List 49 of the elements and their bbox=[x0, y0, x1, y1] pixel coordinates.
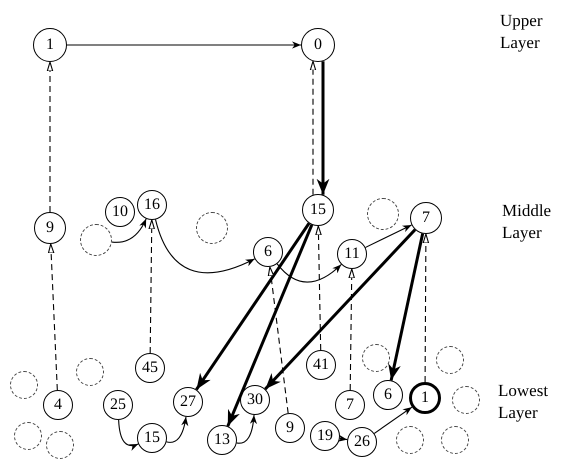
arrow bbox=[422, 233, 430, 382]
node-number: 30 bbox=[247, 392, 263, 408]
layer-label: Middle Layer bbox=[502, 200, 552, 244]
arrow bbox=[195, 222, 310, 390]
node-number: 27 bbox=[180, 394, 196, 410]
arrow bbox=[264, 228, 416, 390]
node-number: 10 bbox=[112, 204, 128, 220]
arrow bbox=[310, 60, 316, 195]
node-number: 7 bbox=[346, 397, 354, 413]
node-number: 15 bbox=[310, 202, 326, 218]
layer-label: Upper Layer bbox=[500, 10, 544, 54]
arrow bbox=[338, 434, 348, 442]
node-number: 19 bbox=[317, 428, 333, 444]
arrow bbox=[268, 266, 289, 414]
arrow bbox=[48, 243, 58, 390]
node-number: 7 bbox=[422, 210, 430, 226]
arrow bbox=[148, 219, 155, 353]
arrow bbox=[226, 224, 314, 427]
node-number: 6 bbox=[384, 387, 392, 403]
node-number: 6 bbox=[264, 244, 272, 260]
node-number: 16 bbox=[144, 197, 160, 213]
arrow bbox=[374, 406, 412, 434]
arrow bbox=[155, 219, 255, 274]
node-number: 0 bbox=[314, 37, 322, 53]
arrow bbox=[348, 268, 355, 390]
node-number: 41 bbox=[313, 357, 329, 373]
arrow bbox=[112, 218, 147, 243]
arrow bbox=[166, 416, 188, 443]
node-number: 15 bbox=[144, 430, 160, 446]
arrow bbox=[67, 41, 301, 49]
layer-label: Lowest Layer bbox=[498, 380, 550, 424]
arrow bbox=[316, 61, 330, 195]
arrow bbox=[118, 420, 138, 450]
node-number: 25 bbox=[110, 397, 126, 413]
arrow bbox=[365, 224, 412, 248]
node-number: 1 bbox=[46, 37, 54, 53]
node-number: 1 bbox=[421, 390, 429, 406]
node-number: 11 bbox=[344, 246, 360, 262]
node-number: 9 bbox=[46, 220, 54, 236]
arrow bbox=[236, 414, 257, 444]
node-number: 26 bbox=[354, 434, 370, 450]
arrow bbox=[388, 233, 424, 381]
node-number: 9 bbox=[286, 420, 294, 436]
arrow bbox=[276, 264, 342, 283]
node-number: 45 bbox=[142, 360, 158, 376]
node-number: 4 bbox=[54, 397, 62, 413]
node-number: 13 bbox=[214, 432, 230, 448]
arrow bbox=[315, 225, 322, 350]
arrow bbox=[46, 61, 54, 212]
